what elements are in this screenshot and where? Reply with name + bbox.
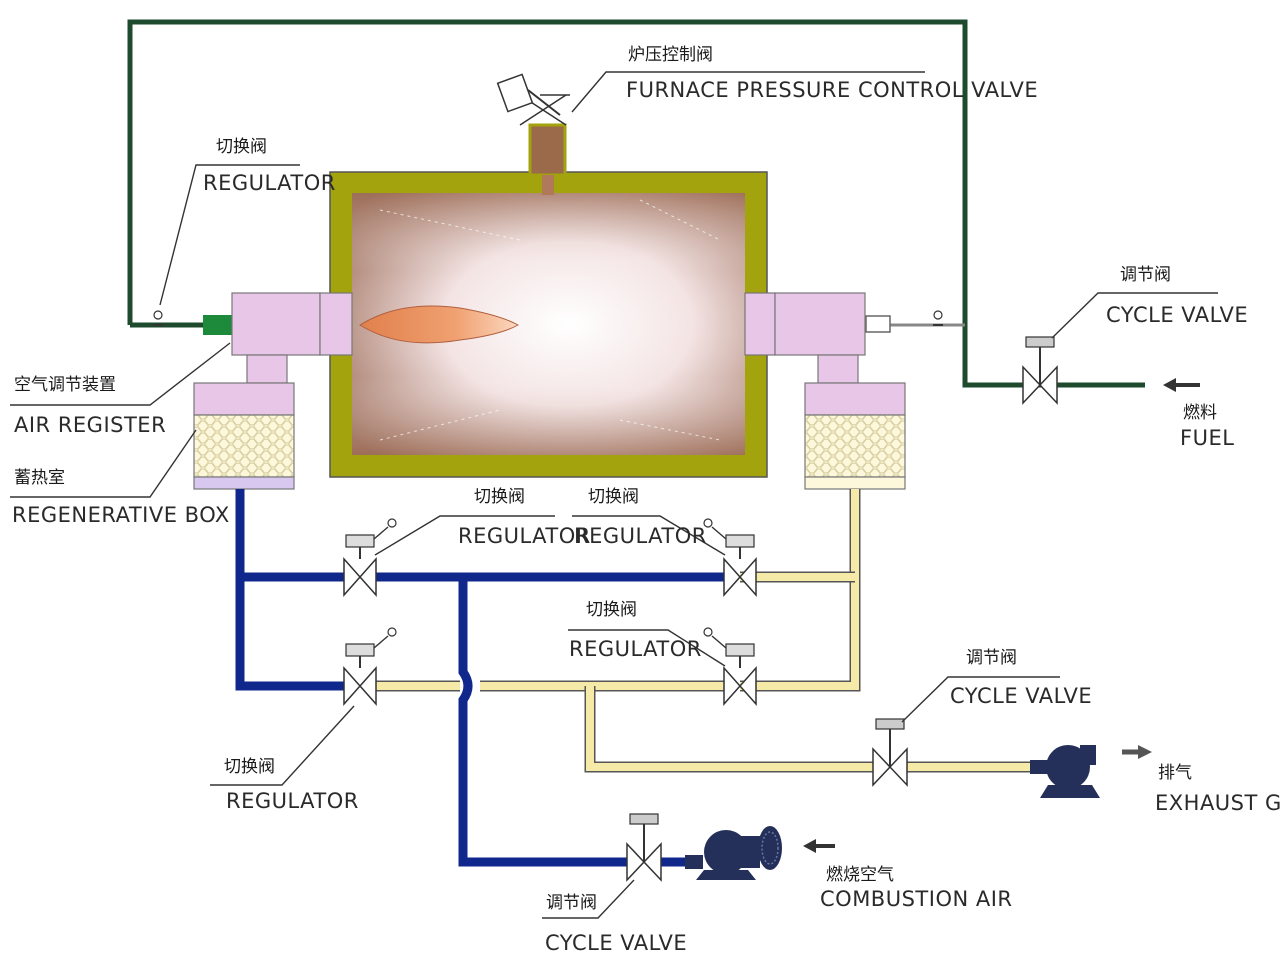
fuel-nozzle-left xyxy=(203,315,233,335)
label-zh: 切换阀 xyxy=(588,487,639,507)
label-en: FURNACE PRESSURE CONTROL VALVE xyxy=(626,78,1038,102)
label-en: CYCLE VALVE xyxy=(545,931,687,955)
combustion-air-blower[interactable] xyxy=(685,826,782,880)
furnace-pressure-control-valve[interactable] xyxy=(496,73,570,126)
burner-right xyxy=(744,292,866,384)
label-zh: 蓄热室 xyxy=(14,468,65,488)
label-zh: 炉压控制阀 xyxy=(628,45,713,65)
label-fuel: 燃料 FUEL xyxy=(1180,403,1234,450)
regulator-valve-lower-right[interactable] xyxy=(703,627,757,706)
label-en: REGENERATIVE BOX xyxy=(12,503,230,527)
cycle-valve-fuel[interactable] xyxy=(1022,336,1058,405)
label-en: AIR REGISTER xyxy=(14,413,166,437)
label-cycle-valve-exhaust: 调节阀 CYCLE VALVE xyxy=(901,648,1092,723)
combustion-air-inlet-arrow xyxy=(803,839,835,853)
flame xyxy=(359,305,520,344)
label-en: FUEL xyxy=(1180,426,1234,450)
label-en: REGULATOR xyxy=(458,524,591,548)
label-exhaust-gas: 排气 EXHAUST GAS xyxy=(1155,763,1280,815)
combustion-air-piping xyxy=(235,489,725,867)
label-en: REGULATOR xyxy=(569,637,702,661)
regulator-valve-lower-left[interactable] xyxy=(343,627,397,706)
label-zh: 调节阀 xyxy=(1120,265,1171,285)
label-en: CYCLE VALVE xyxy=(1106,303,1248,327)
label-en: COMBUSTION AIR xyxy=(820,887,1013,911)
fuel-nozzle-right xyxy=(865,315,891,333)
regenerative-box-left xyxy=(193,382,295,490)
label-regulator-mid-right: 切换阀 REGULATOR xyxy=(572,487,726,556)
exhaust-outlet-arrow xyxy=(1122,745,1152,759)
label-zh: 切换阀 xyxy=(224,757,275,777)
label-regulator-top-left: 切换阀 REGULATOR xyxy=(159,137,336,306)
label-regulator-low-mid: 切换阀 REGULATOR xyxy=(568,600,726,667)
fuel-inlet-arrow xyxy=(1163,378,1200,392)
label-en: REGULATOR xyxy=(574,524,707,548)
label-en: EXHAUST GAS xyxy=(1155,791,1280,815)
label-zh: 排气 xyxy=(1158,763,1192,783)
label-cycle-valve-bottom: 调节阀 CYCLE VALVE xyxy=(542,879,687,955)
label-cycle-valve-fuel: 调节阀 CYCLE VALVE xyxy=(1051,265,1248,339)
burner-left xyxy=(231,292,353,384)
label-zh: 调节阀 xyxy=(546,893,597,913)
label-zh: 切换阀 xyxy=(216,137,267,157)
label-zh: 燃烧空气 xyxy=(826,865,894,885)
label-regulator-bottom-left: 切换阀 REGULATOR xyxy=(210,705,359,813)
exhaust-fan[interactable] xyxy=(1030,745,1100,798)
furnace xyxy=(329,123,768,478)
regenerative-box-right xyxy=(804,382,906,490)
label-en: REGULATOR xyxy=(226,789,359,813)
cycle-valve-exhaust[interactable] xyxy=(872,718,908,787)
label-zh: 空气调节装置 xyxy=(14,375,116,395)
regulator-valve-upper-left[interactable] xyxy=(343,518,397,597)
label-zh: 燃料 xyxy=(1183,403,1217,423)
label-combustion-air: 燃烧空气 COMBUSTION AIR xyxy=(820,865,1013,911)
label-regenerative-box: 蓄热室 REGENERATIVE BOX xyxy=(10,429,230,527)
label-zh: 调节阀 xyxy=(966,648,1017,668)
furnace-chimney xyxy=(528,123,567,177)
label-regulator-mid-left: 切换阀 REGULATOR xyxy=(374,487,591,556)
regulator-valve-upper-right[interactable] xyxy=(703,518,757,597)
label-en: REGULATOR xyxy=(203,171,336,195)
cycle-valve-combustion-air[interactable] xyxy=(626,813,662,882)
label-air-register: 空气调节装置 AIR REGISTER xyxy=(10,342,231,437)
label-en: CYCLE VALVE xyxy=(950,684,1092,708)
fuel-line-small-valve-right[interactable] xyxy=(933,310,943,326)
fuel-line-small-valve-left[interactable] xyxy=(153,310,163,326)
label-furnace-pressure-control-valve: 炉压控制阀 FURNACE PRESSURE CONTROL VALVE xyxy=(571,45,1038,113)
label-zh: 切换阀 xyxy=(586,600,637,620)
exhaust-piping xyxy=(370,489,1040,773)
label-zh: 切换阀 xyxy=(474,487,525,507)
